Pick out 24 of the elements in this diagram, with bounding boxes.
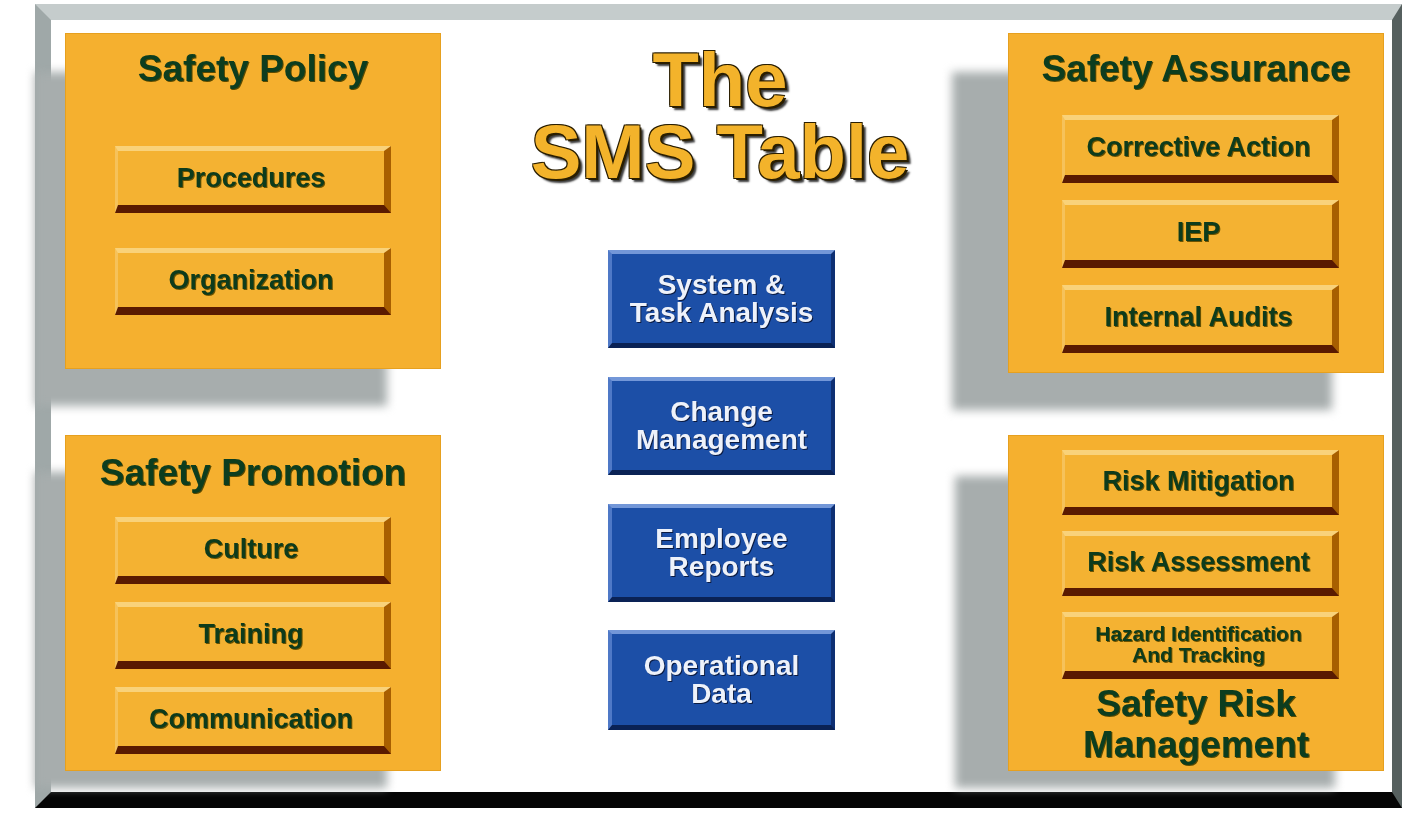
element-block: Hazard Identification And Tracking xyxy=(1062,612,1339,679)
element-block: Culture xyxy=(115,517,391,584)
element-block: Corrective Action xyxy=(1062,115,1339,183)
element-block: Training xyxy=(115,602,391,669)
element-block: Organization xyxy=(115,248,391,315)
element-block: Risk Mitigation xyxy=(1062,450,1339,515)
element-block: Communication xyxy=(115,687,391,754)
panel-heading: Safety Promotion xyxy=(98,453,408,494)
panel-heading: Safety Assurance xyxy=(1040,49,1352,90)
pillar-panel xyxy=(65,435,441,771)
element-block: IEP xyxy=(1062,200,1339,268)
element-block: Internal Audits xyxy=(1062,285,1339,353)
diagram-title: The SMS Table xyxy=(529,44,911,189)
process-box: Change Management xyxy=(608,377,835,475)
pillar-panel xyxy=(1008,435,1384,771)
pillar-panel xyxy=(65,33,441,369)
pillar-panel xyxy=(1008,33,1384,373)
element-block: Procedures xyxy=(115,146,391,213)
process-box: System & Task Analysis xyxy=(608,250,835,348)
element-block: Risk Assessment xyxy=(1062,531,1339,596)
panel-heading: Safety Policy xyxy=(136,49,370,90)
process-box: Employee Reports xyxy=(608,504,835,602)
panel-heading: Safety Risk Management xyxy=(1081,684,1311,766)
process-box: Operational Data xyxy=(608,630,835,730)
